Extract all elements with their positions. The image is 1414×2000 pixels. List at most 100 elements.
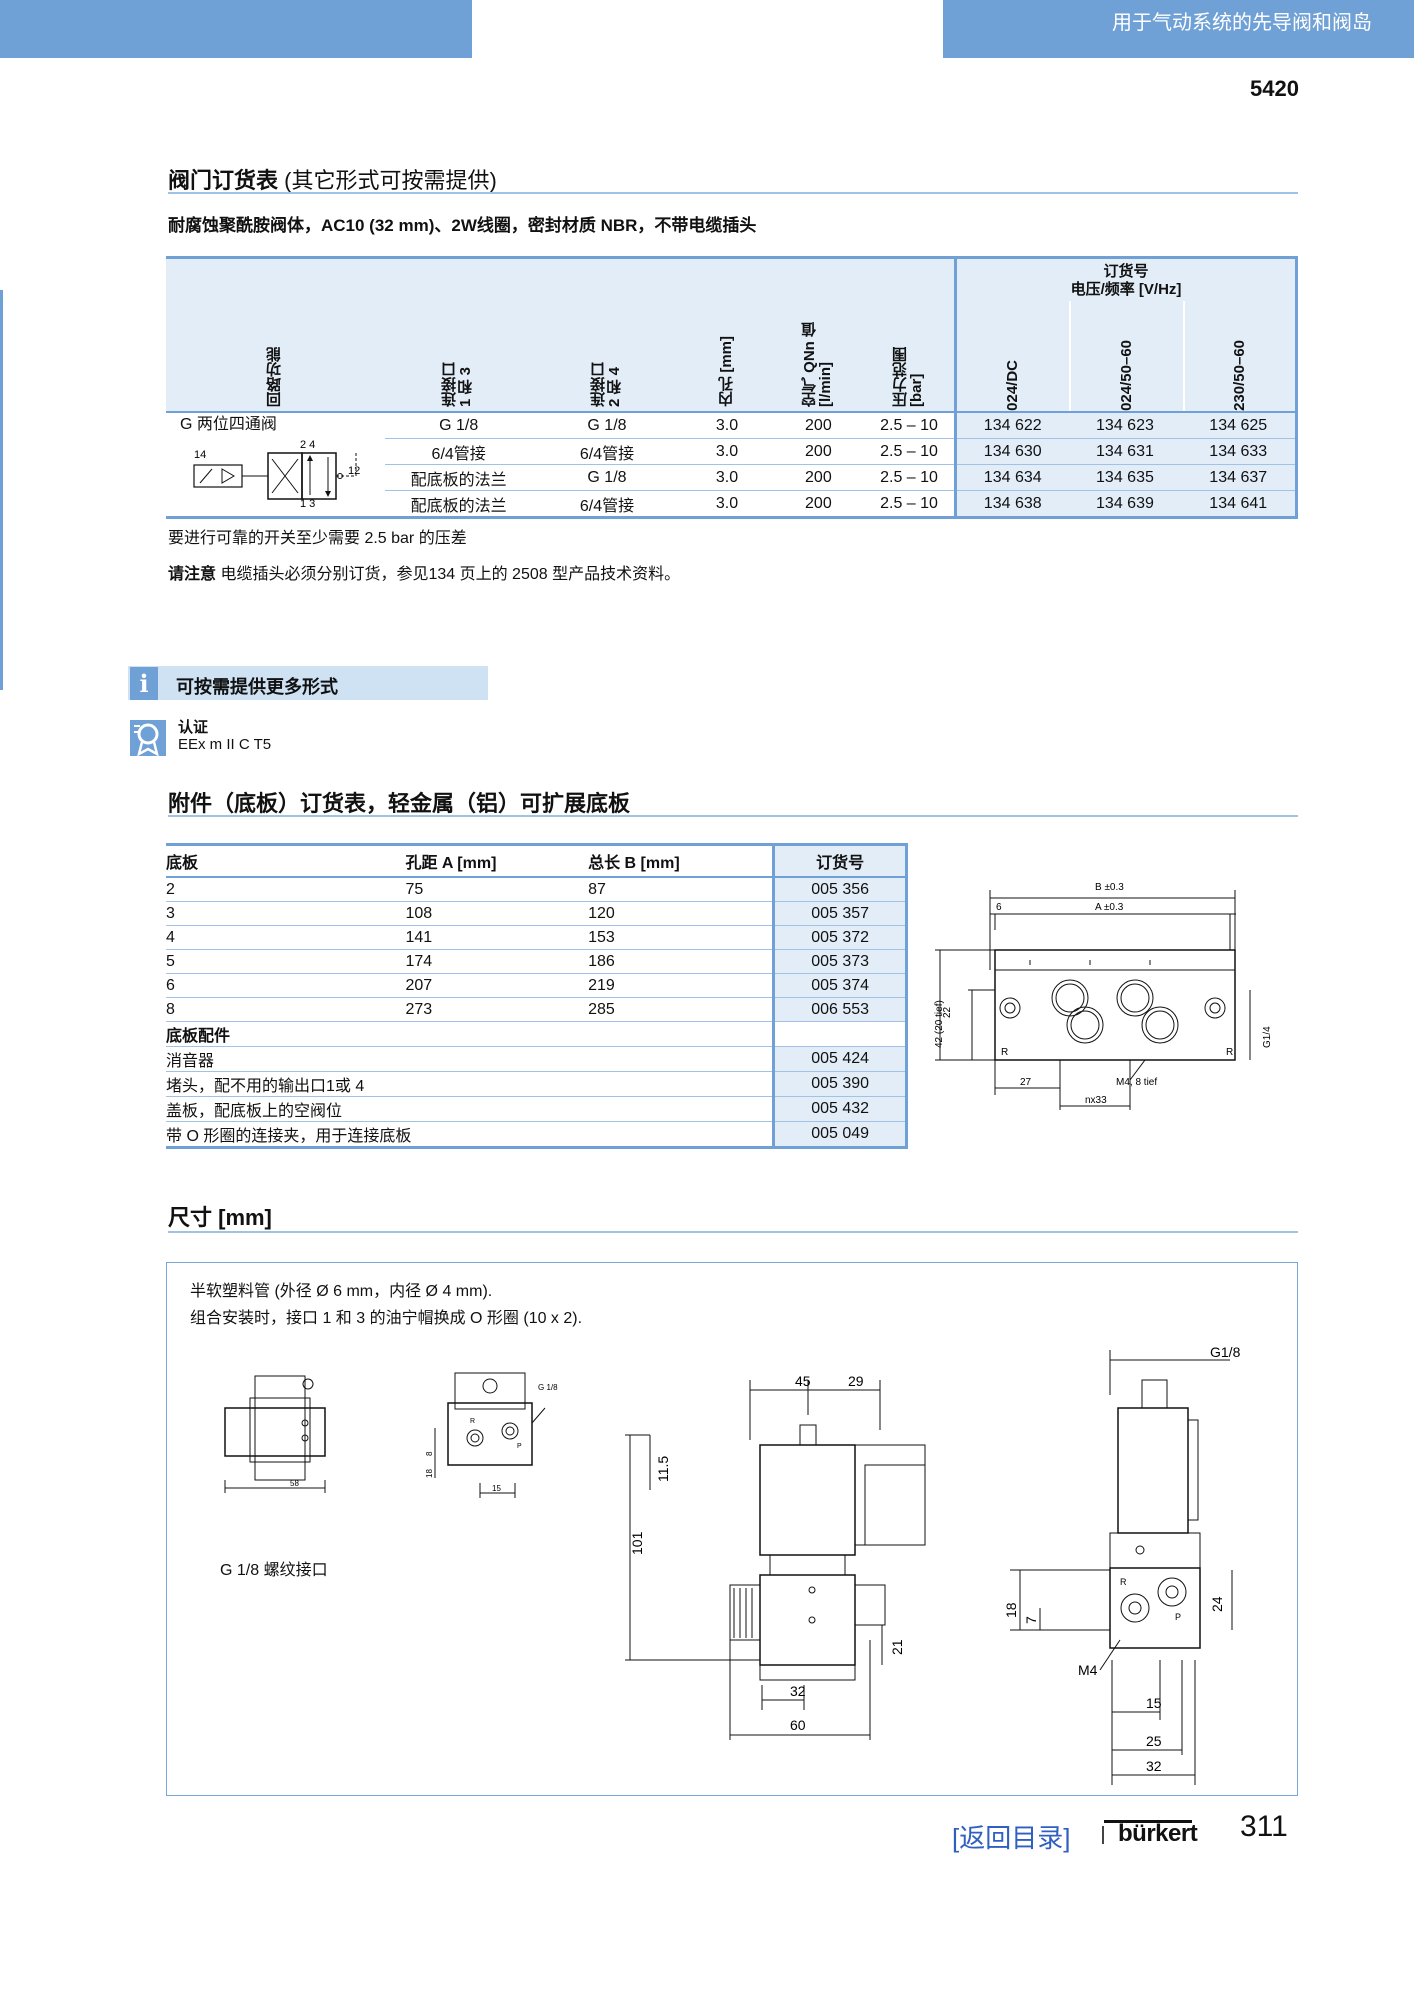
valve-symbol-icon: 14 2 4 12 1 3 xyxy=(193,439,360,510)
dim-32-large: 32 xyxy=(1146,1758,1162,1774)
cell-p24: 6/4管接 xyxy=(532,438,682,465)
col-v3: 230/50–60 xyxy=(1230,340,1248,411)
dimensions-box xyxy=(166,1262,1298,1796)
cell-flow: 200 xyxy=(772,438,865,465)
dim-m4: M4, 8 tief xyxy=(1116,1077,1157,1088)
cell-p13: G 1/8 xyxy=(382,412,533,439)
dim-29: 29 xyxy=(848,1373,864,1389)
dim-nx33: nx33 xyxy=(1085,1095,1107,1106)
dim-27: 27 xyxy=(1020,1077,1032,1088)
dim-height: 42 (20 tief) xyxy=(934,1000,945,1048)
cell-order-1: 134 638 xyxy=(953,490,1069,519)
info-icon: i xyxy=(130,667,158,700)
function-label: G 两位四通阀 xyxy=(180,416,277,433)
cell-orifice: 3.0 xyxy=(681,412,773,439)
cell-order-2: 134 631 xyxy=(1068,438,1182,465)
dim-60: 60 xyxy=(790,1717,806,1733)
symbol-label-14: 14 xyxy=(194,449,206,461)
dim-22: 22 xyxy=(942,1006,953,1018)
certificate-icon xyxy=(130,720,166,756)
cell-flow: 200 xyxy=(772,412,865,439)
valve-order-table: 回路功能 连接口 1 和 3 连接口 2 和 4 内孔 [mm] 空气 QNn … xyxy=(166,256,1299,519)
symbol-label-24: 2 4 xyxy=(300,439,315,451)
col-length: 总长 B [mm] xyxy=(588,843,774,878)
col-orifice: 内孔 [mm] xyxy=(681,257,773,413)
col-hole: 孔距 A [mm] xyxy=(405,843,589,878)
label-r: R xyxy=(1226,1047,1233,1058)
cell-order-3: 134 637 xyxy=(1181,464,1299,491)
cell-orifice: 3.0 xyxy=(681,490,773,519)
label-p: P xyxy=(517,1443,522,1450)
dim-note-oring: 组合安装时，接口 1 和 3 的油宁帽换成 O 形圈 (10 x 2). xyxy=(190,1310,583,1327)
dim-18-large: 18 xyxy=(1003,1602,1019,1618)
col-port13: 连接口 1 和 3 xyxy=(383,257,533,413)
order-subtitle: 电压/频率 [V/Hz] xyxy=(1070,281,1182,298)
cell-pressure: 2.5 – 10 xyxy=(864,438,956,465)
valve-order-title-suffix: (其它形式可按需提供) xyxy=(278,168,497,193)
dim-six: 6 xyxy=(996,902,1002,913)
valve-order-title: 阀门订货表 (其它形式可按需提供) xyxy=(168,163,497,195)
cell-order-3: 134 641 xyxy=(1181,490,1299,519)
back-to-toc-link[interactable]: [返回目录] xyxy=(952,1823,1071,1853)
table-row: 配底板的法兰 6/4管接 3.0 200 2.5 – 10 134 638 13… xyxy=(166,490,1299,519)
cell-order-1: 134 634 xyxy=(953,464,1069,491)
table-row: 配底板的法兰 G 1/8 3.0 200 2.5 – 10 134 634 13… xyxy=(166,464,1299,491)
col-order-group: 订货号 电压/频率 [V/Hz] 024/DC 024/50–60 230/50… xyxy=(953,257,1299,413)
cell-p13: 配底板的法兰 xyxy=(382,490,533,519)
cell-orifice: 3.0 xyxy=(681,438,773,465)
cell-flow: 200 xyxy=(772,464,865,491)
dimensions-title: 尺寸 [mm] xyxy=(168,1205,272,1230)
note-pressure: 要进行可靠的开关至少需要 2.5 bar 的压差 xyxy=(168,530,467,547)
cell-pressure: 2.5 – 10 xyxy=(864,464,956,491)
dim-note-tube: 半软塑料管 (外径 Ø 6 mm，内径 Ø 4 mm). xyxy=(190,1283,493,1300)
cell-pressure: 2.5 – 10 xyxy=(864,490,956,519)
drawing-port-view: G 1/8 8 18 15 R P xyxy=(425,1372,558,1498)
symbol-label-12: 12 xyxy=(348,465,360,477)
model-number: 5420 xyxy=(1250,76,1299,101)
cell-order-3: 134 625 xyxy=(1181,412,1299,439)
drawing-front-detail: G1/8 18 7 24 M4 15 25 32 R P xyxy=(1003,1344,1241,1785)
cell-p24: 6/4管接 xyxy=(532,490,682,519)
cell-p13: 6/4管接 xyxy=(382,438,533,465)
table-row: G 两位四通阀 14 2 4 12 1 3 xyxy=(166,412,1299,519)
dim-21: 21 xyxy=(889,1639,905,1655)
valve-subtitle: 耐腐蚀聚酰胺阀体，AC10 (32 mm)、2W线圈，密封材质 NBR，不带电缆… xyxy=(168,216,757,235)
label-p: P xyxy=(1175,1612,1181,1622)
info-box xyxy=(128,666,488,700)
cert-value: EEx m II C T5 xyxy=(178,736,272,753)
order-title: 订货号 xyxy=(1103,263,1149,280)
dim-15-large: 15 xyxy=(1146,1695,1162,1711)
symbol-label-13: 1 3 xyxy=(300,498,315,509)
dim-11-5: 11.5 xyxy=(655,1456,671,1482)
col-v1: 024/DC xyxy=(1003,360,1021,411)
cell-order-1: 134 630 xyxy=(953,438,1069,465)
dim-g18-large: G1/8 xyxy=(1210,1344,1241,1360)
label-r: R xyxy=(1120,1577,1127,1587)
col-port24: 连接口 2 和 4 xyxy=(532,257,682,413)
col-flow: 空气 QNn 值 [l/min] xyxy=(772,257,865,413)
cell-order-1: 134 622 xyxy=(953,412,1069,439)
dim-8: 8 xyxy=(425,1451,434,1456)
info-title: 可按需提供更多形式 xyxy=(176,677,338,697)
col-plate: 底板 xyxy=(166,843,406,878)
dim-18-small: 18 xyxy=(425,1469,434,1478)
dim-g14: G1/4 xyxy=(1262,1026,1273,1048)
dim-15-small: 15 xyxy=(492,1484,501,1493)
dim-101: 101 xyxy=(629,1531,645,1555)
dim-m4-large: M4 xyxy=(1078,1662,1098,1678)
brand-bar xyxy=(1104,1820,1192,1823)
header-bar-left xyxy=(0,0,472,58)
dim-25: 25 xyxy=(1146,1733,1162,1749)
valve-order-title-main: 阀门订货表 xyxy=(168,168,279,193)
dim-b: B ±0.3 xyxy=(1095,882,1124,893)
col-function: 回路功能 xyxy=(166,257,384,413)
cell-order-3: 134 633 xyxy=(1181,438,1299,465)
